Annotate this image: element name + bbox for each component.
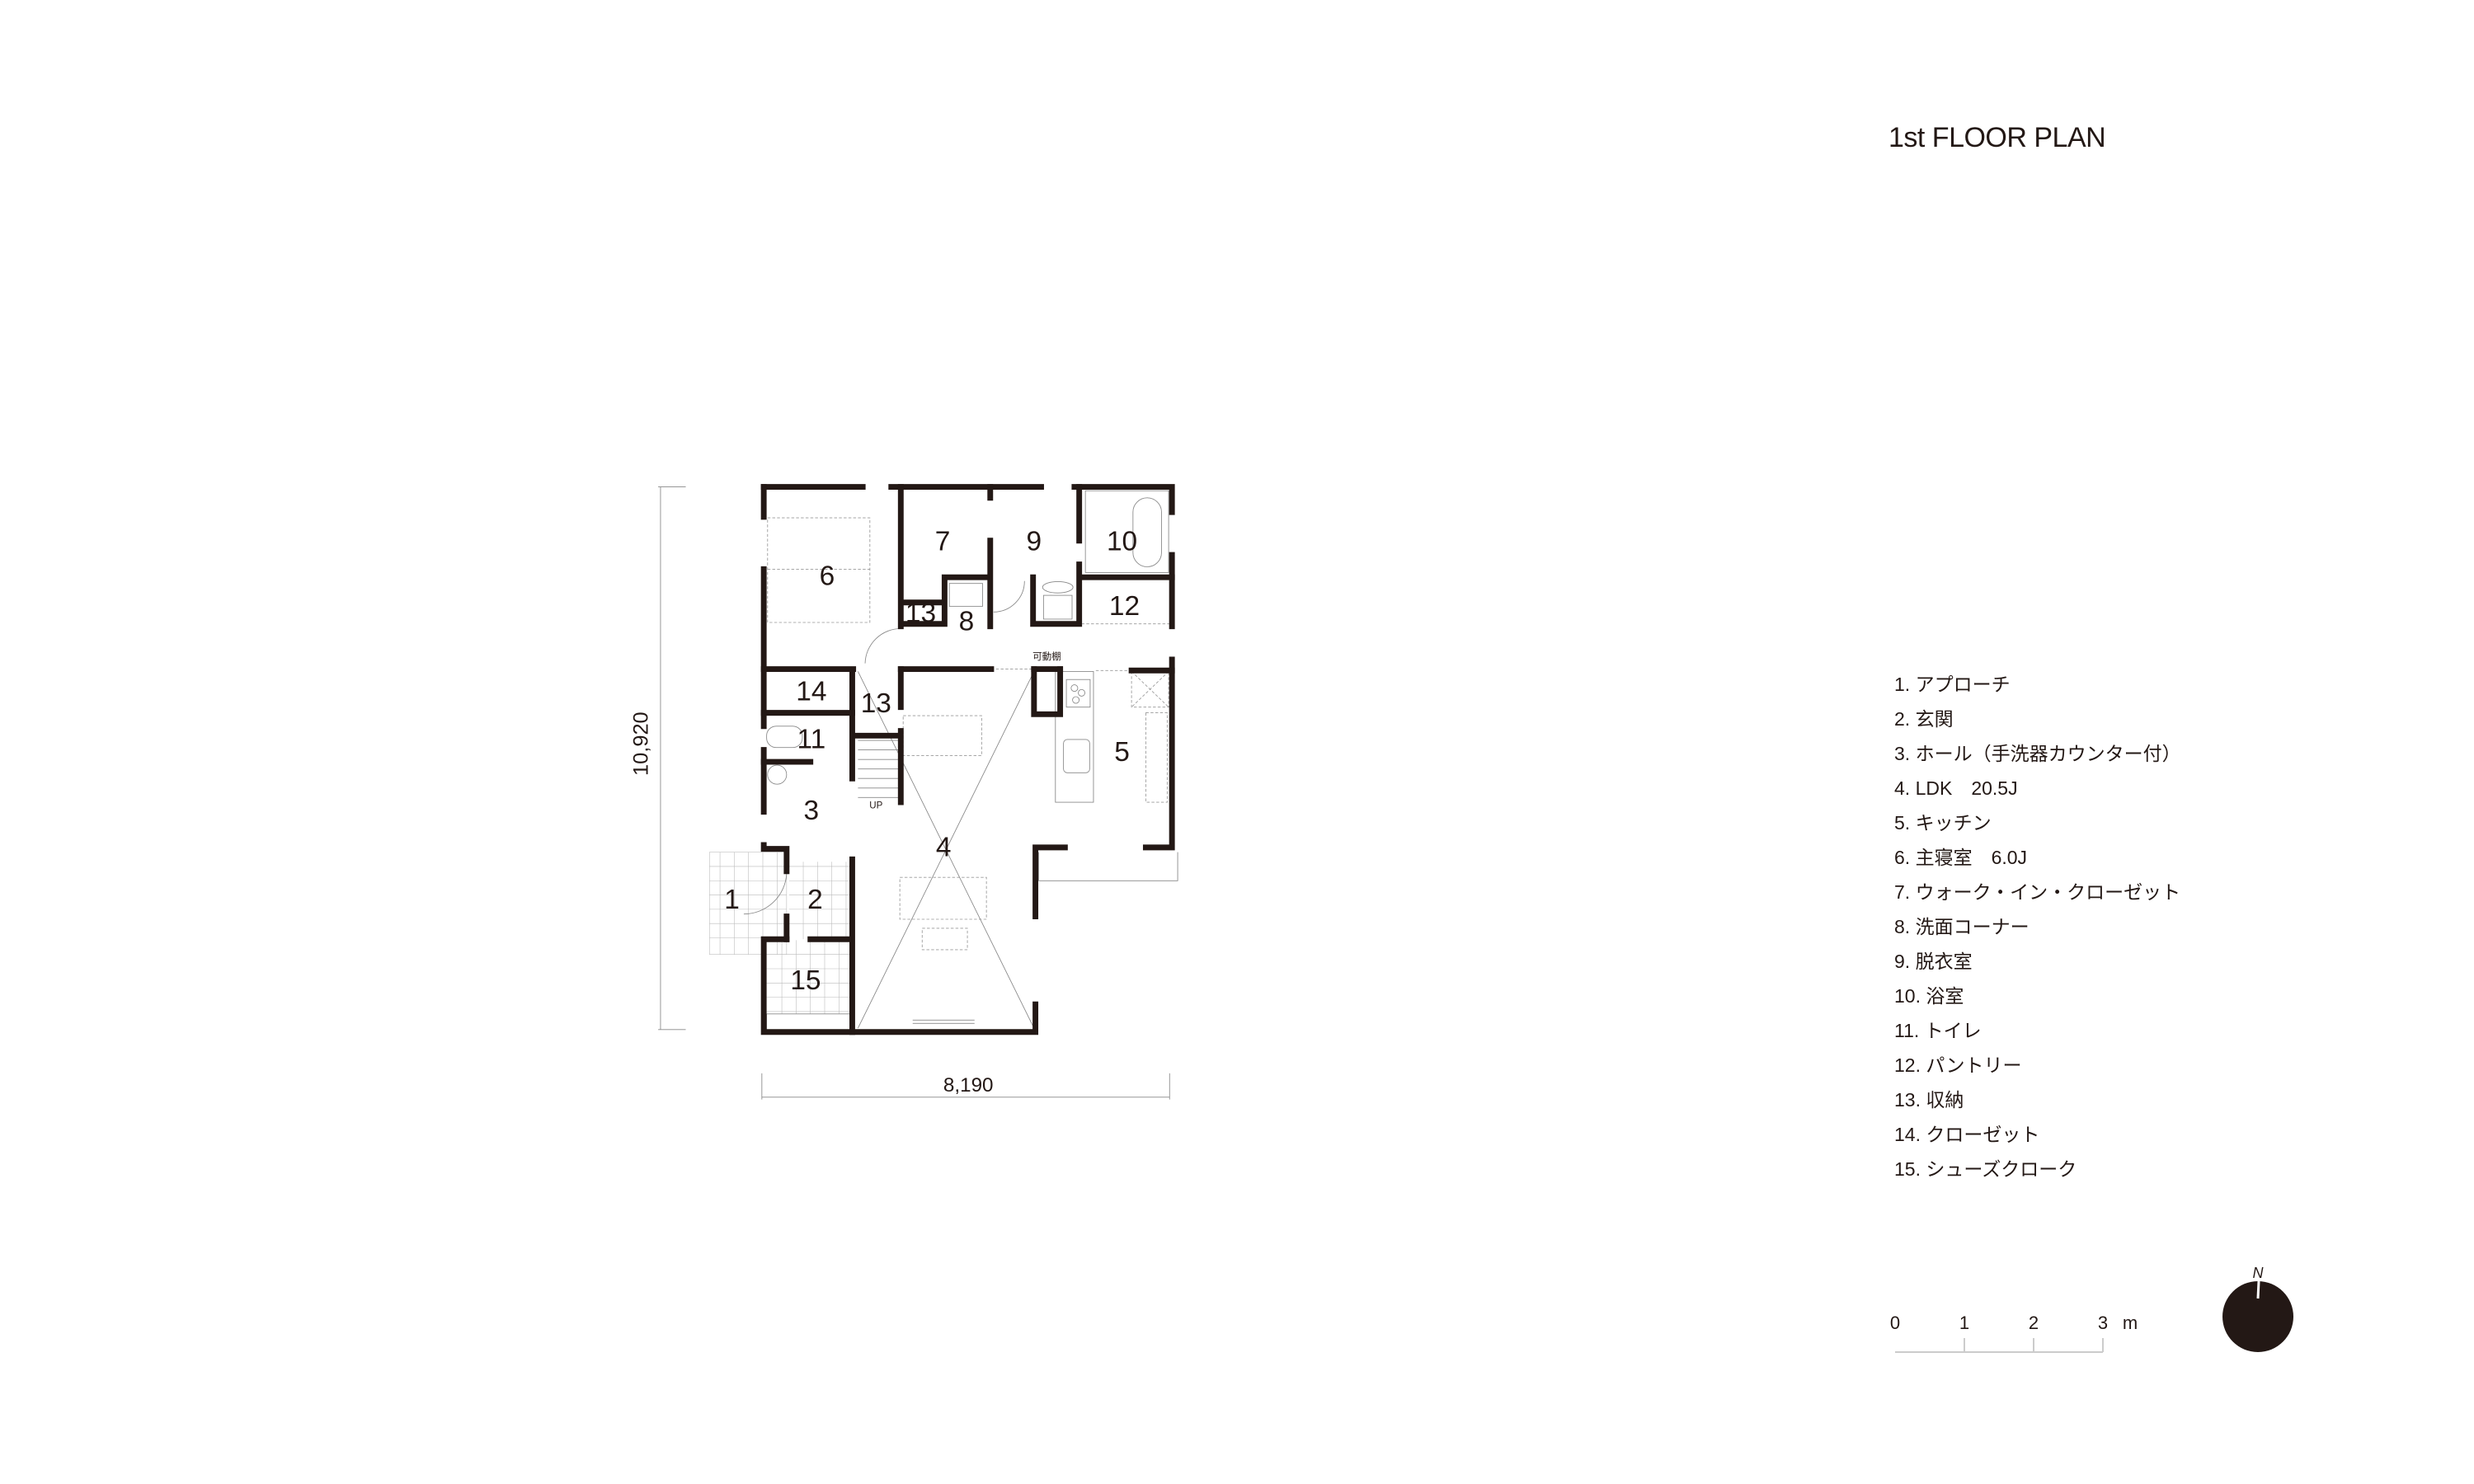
north-label: N	[2253, 1265, 2265, 1281]
legend-item: 13. 収納	[1894, 1089, 1964, 1111]
scale-unit: m	[2123, 1313, 2138, 1333]
legend-item: 12. パントリー	[1894, 1054, 2022, 1076]
walls	[760, 484, 1175, 1036]
room-13-label: 13	[905, 599, 936, 629]
legend-item: 5. キッチン	[1894, 812, 1992, 834]
room-3-label: 3	[804, 796, 820, 826]
room-1-label: 1	[724, 885, 740, 915]
scale-tick-1: 1	[1959, 1313, 1969, 1333]
legend-item: 3. ホール（手洗器カウンター付）	[1894, 743, 2181, 764]
room-4-label: 4	[936, 832, 952, 862]
legend-item: 14. クローゼット	[1894, 1124, 2040, 1145]
legend-item: 8. 洗面コーナー	[1894, 916, 2030, 937]
shelf-label: 可動棚	[1032, 650, 1061, 662]
room-6-label: 6	[820, 561, 835, 592]
room-legend: 1. アプローチ 2. 玄関 3. ホール（手洗器カウンター付） 4. LDK …	[1894, 671, 2181, 1190]
width-dimension: 8,190	[943, 1074, 994, 1097]
legend-item: 4. LDK 20.5J	[1894, 777, 2018, 799]
room-15-label: 15	[790, 965, 821, 996]
legend-item: 1. アプローチ	[1894, 674, 2011, 695]
room-10-label: 10	[1107, 526, 1137, 556]
room-11-label: 11	[797, 724, 825, 754]
room-12-label: 12	[1109, 591, 1140, 622]
room-9-label: 9	[1027, 526, 1042, 556]
scale-tick-2: 2	[2029, 1313, 2039, 1333]
height-dimension: 10,920	[629, 711, 652, 776]
legend-item: 6. 主寝室 6.0J	[1894, 847, 2028, 868]
scale-tick-0: 0	[1890, 1313, 1900, 1333]
scale-bar	[1895, 1338, 2104, 1353]
plan-title: 1st FLOOR PLAN	[1888, 122, 2106, 153]
scale-tick-3: 3	[2098, 1313, 2108, 1333]
room-2-label: 2	[807, 885, 823, 915]
legend-item: 2. 玄関	[1894, 708, 1954, 730]
room-5-label: 5	[1114, 737, 1130, 768]
north-arrow-icon	[2222, 1280, 2293, 1352]
dimension-lines	[658, 486, 1170, 1100]
scale-and-compass: 0 1 2 3 m N	[1890, 1265, 2293, 1353]
room-8-label: 8	[959, 606, 975, 636]
approach-tiles	[709, 852, 853, 1031]
furniture	[743, 490, 1178, 1029]
stairs-up-label: UP	[869, 801, 882, 811]
floor-plan: 10,920 8,190 可動棚 UP 1 2 3 4 5 6 7 8 9 10…	[629, 484, 1178, 1100]
room-13-label: 13	[861, 688, 891, 719]
legend-item: 9. 脱衣室	[1894, 951, 1973, 972]
legend-item: 7. ウォーク・イン・クローゼット	[1894, 881, 2181, 903]
legend-item: 11. トイレ	[1894, 1020, 1982, 1041]
room-14-label: 14	[796, 677, 826, 707]
legend-item: 10. 浴室	[1894, 985, 1964, 1007]
legend-item: 15. シューズクローク	[1894, 1158, 2077, 1180]
room-7-label: 7	[935, 526, 951, 556]
